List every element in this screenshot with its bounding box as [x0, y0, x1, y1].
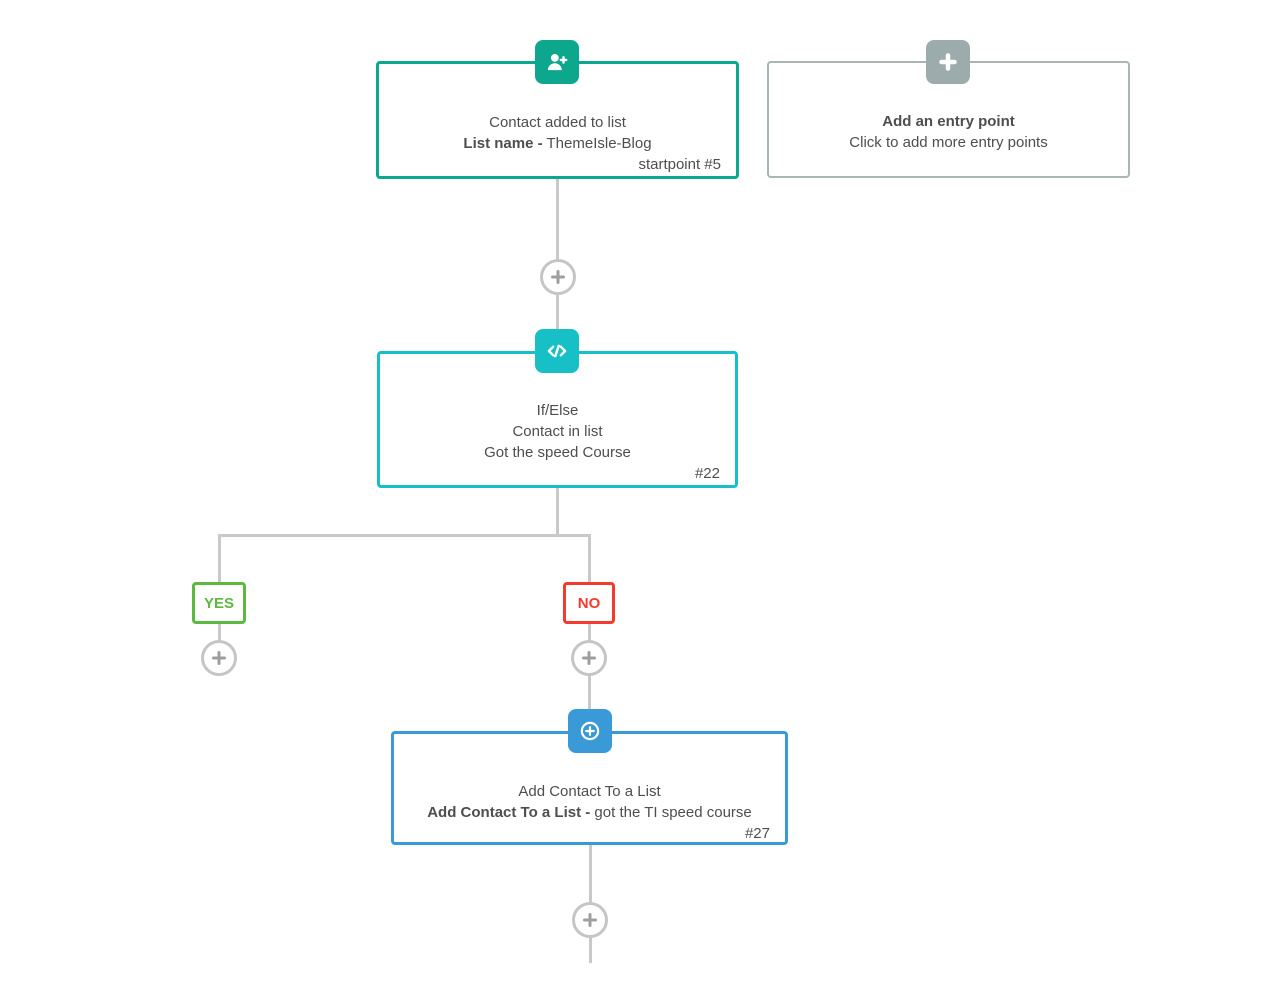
user-plus-icon — [535, 40, 579, 84]
node-title: Add Contact To a List — [518, 783, 661, 800]
code-icon — [535, 329, 579, 373]
plus-circle-icon — [568, 709, 612, 753]
node-add-contact-to-list[interactable]: Add Contact To a List Add Contact To a L… — [391, 731, 788, 845]
node-title: If/Else — [536, 402, 579, 419]
branch-no-label: NO — [563, 582, 615, 624]
node-title: Contact added to list — [489, 114, 626, 131]
plus-icon — [581, 650, 597, 666]
node-detail: Contact in list — [512, 423, 603, 440]
add-step-button[interactable] — [572, 902, 608, 938]
add-step-button[interactable] — [571, 640, 607, 676]
node-add-entry-point[interactable]: Add an entry point Click to add more ent… — [767, 61, 1130, 178]
plus-icon — [926, 40, 970, 84]
connector-line — [556, 488, 559, 537]
add-step-button[interactable] — [201, 640, 237, 676]
connector-line — [218, 534, 591, 537]
connector-line — [588, 674, 591, 731]
connector-line — [218, 534, 221, 582]
add-step-button[interactable] — [540, 259, 576, 295]
node-ref: #22 — [694, 465, 720, 482]
plus-icon — [582, 912, 598, 928]
node-if-else[interactable]: If/Else Contact in list Got the speed Co… — [377, 351, 738, 488]
connector-line — [589, 937, 592, 963]
node-detail: Got the speed Course — [484, 444, 631, 461]
node-ref: startpoint #5 — [638, 156, 721, 173]
connector-line — [218, 624, 221, 642]
connector-line — [588, 534, 591, 582]
node-title: Add an entry point — [882, 113, 1015, 130]
node-ref: #27 — [744, 825, 770, 842]
plus-icon — [550, 269, 566, 285]
plus-icon — [211, 650, 227, 666]
branch-yes-label: YES — [192, 582, 246, 624]
connector-line — [589, 845, 592, 903]
connector-line — [588, 624, 591, 642]
node-detail: Add Contact To a List - got the TI speed… — [427, 804, 752, 821]
node-subtitle: Click to add more entry points — [849, 134, 1048, 151]
node-detail: List name - ThemeIsle-Blog — [463, 135, 652, 152]
